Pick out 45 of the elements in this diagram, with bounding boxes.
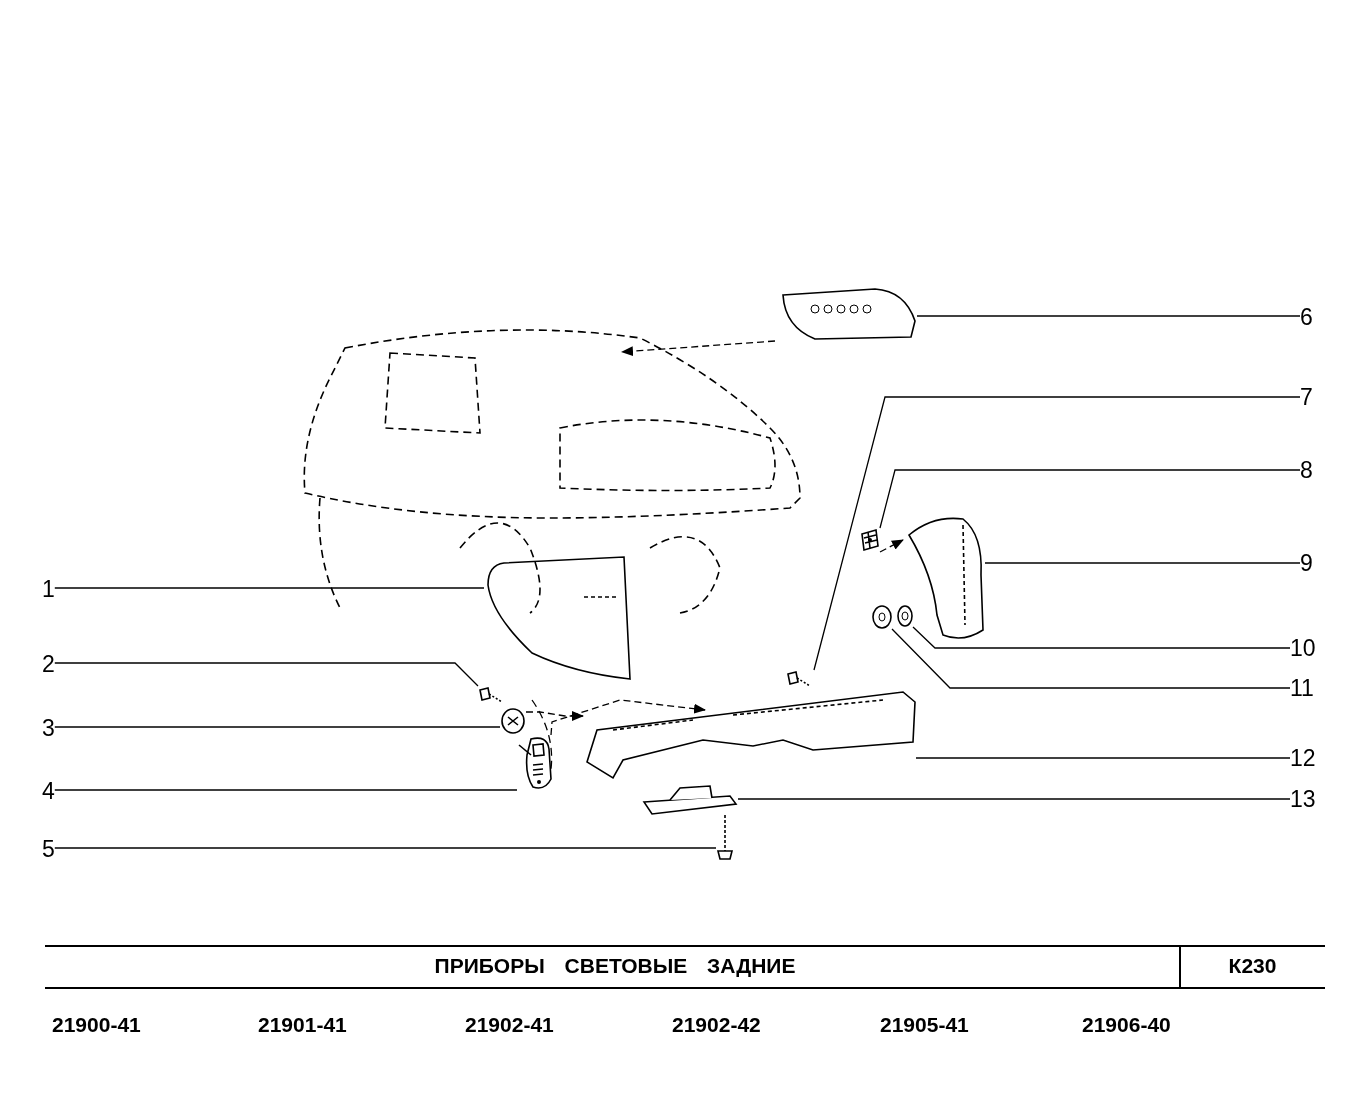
nut-drawing [500,708,526,734]
model-code: 21906-40 [1082,1013,1171,1037]
leader-line [984,562,1301,564]
leader-line [879,469,1301,529]
leader-line [737,798,1291,800]
arrow [550,699,706,736]
leader-line [54,789,518,791]
title: ПРИБОРЫ СВЕТОВЫЕ ЗАДНИЕ [433,954,797,978]
callout-number: 13 [1290,786,1316,812]
callout-number: 9 [1300,550,1313,576]
leader-line [54,587,485,589]
arrow [879,539,904,553]
arrow [621,340,776,357]
washer-drawing [897,605,913,627]
sheet-code: К230 [1227,954,1278,978]
model-code: 21902-41 [465,1013,554,1037]
callout-number: 1 [42,576,55,602]
tail-lamp-drawing [484,555,632,681]
arrow [525,711,584,721]
callout-number: 10 [1290,635,1316,661]
leader-line [915,757,1291,759]
callout-number: 3 [42,715,55,741]
screw-drawing [716,815,734,860]
leader-line [813,396,1301,671]
leader-line [54,662,479,687]
model-code: 21900-41 [52,1013,141,1037]
model-code: 21905-41 [880,1013,969,1037]
leader-line [54,726,501,728]
leader-line [891,628,1291,689]
nut-drawing [872,605,892,629]
leader-line [54,847,717,849]
callout-number: 4 [42,778,55,804]
lamp-holder-drawing [517,735,551,790]
callout-number: 2 [42,651,55,677]
leader-line [912,626,1291,649]
callout-number: 5 [42,836,55,862]
model-code: 21901-41 [258,1013,347,1037]
model-code: 21902-42 [672,1013,761,1037]
callout-number: 6 [1300,304,1313,330]
callout-number: 7 [1300,384,1313,410]
callout-number: 12 [1290,745,1316,771]
callout-number: 11 [1290,675,1314,701]
leader-line [916,315,1301,317]
callout-number: 8 [1300,457,1313,483]
cap-drawing [858,528,880,552]
